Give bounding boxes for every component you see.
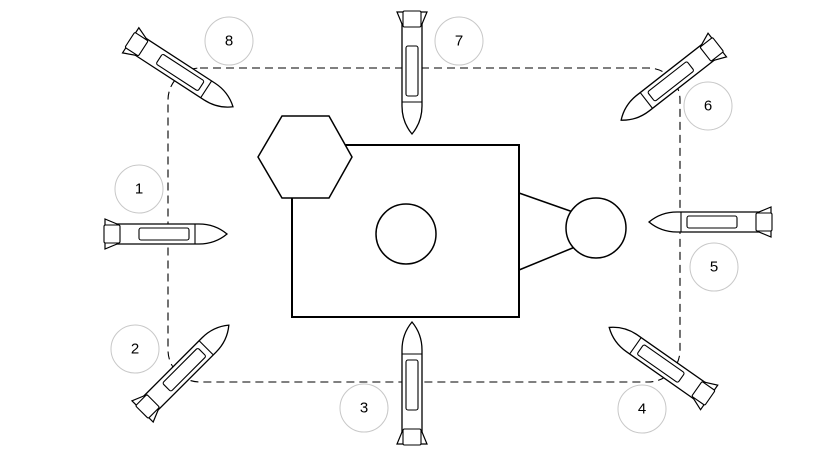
label-7: 7 (434, 16, 484, 66)
connector-bottom (518, 246, 576, 271)
label-5: 5 (689, 242, 739, 292)
hexagon (257, 115, 353, 199)
label-8-text: 8 (225, 33, 233, 50)
label-6-text: 6 (704, 98, 712, 115)
label-4: 4 (617, 384, 667, 434)
center-circle (375, 203, 437, 265)
label-3: 3 (339, 383, 389, 433)
pod-7 (396, 10, 428, 135)
label-4-text: 4 (638, 401, 646, 418)
label-5-text: 5 (710, 259, 718, 276)
label-2-text: 2 (131, 341, 139, 358)
connector-top (518, 192, 574, 213)
pod-1 (103, 218, 228, 250)
label-7-text: 7 (455, 33, 463, 50)
label-6: 6 (683, 81, 733, 131)
label-3-text: 3 (360, 400, 368, 417)
label-8: 8 (204, 16, 254, 66)
pod-5 (648, 206, 773, 238)
pod-3 (396, 321, 428, 446)
side-circle (565, 197, 627, 259)
label-1-text: 1 (135, 181, 143, 198)
label-2: 2 (110, 324, 160, 374)
label-1: 1 (114, 164, 164, 214)
